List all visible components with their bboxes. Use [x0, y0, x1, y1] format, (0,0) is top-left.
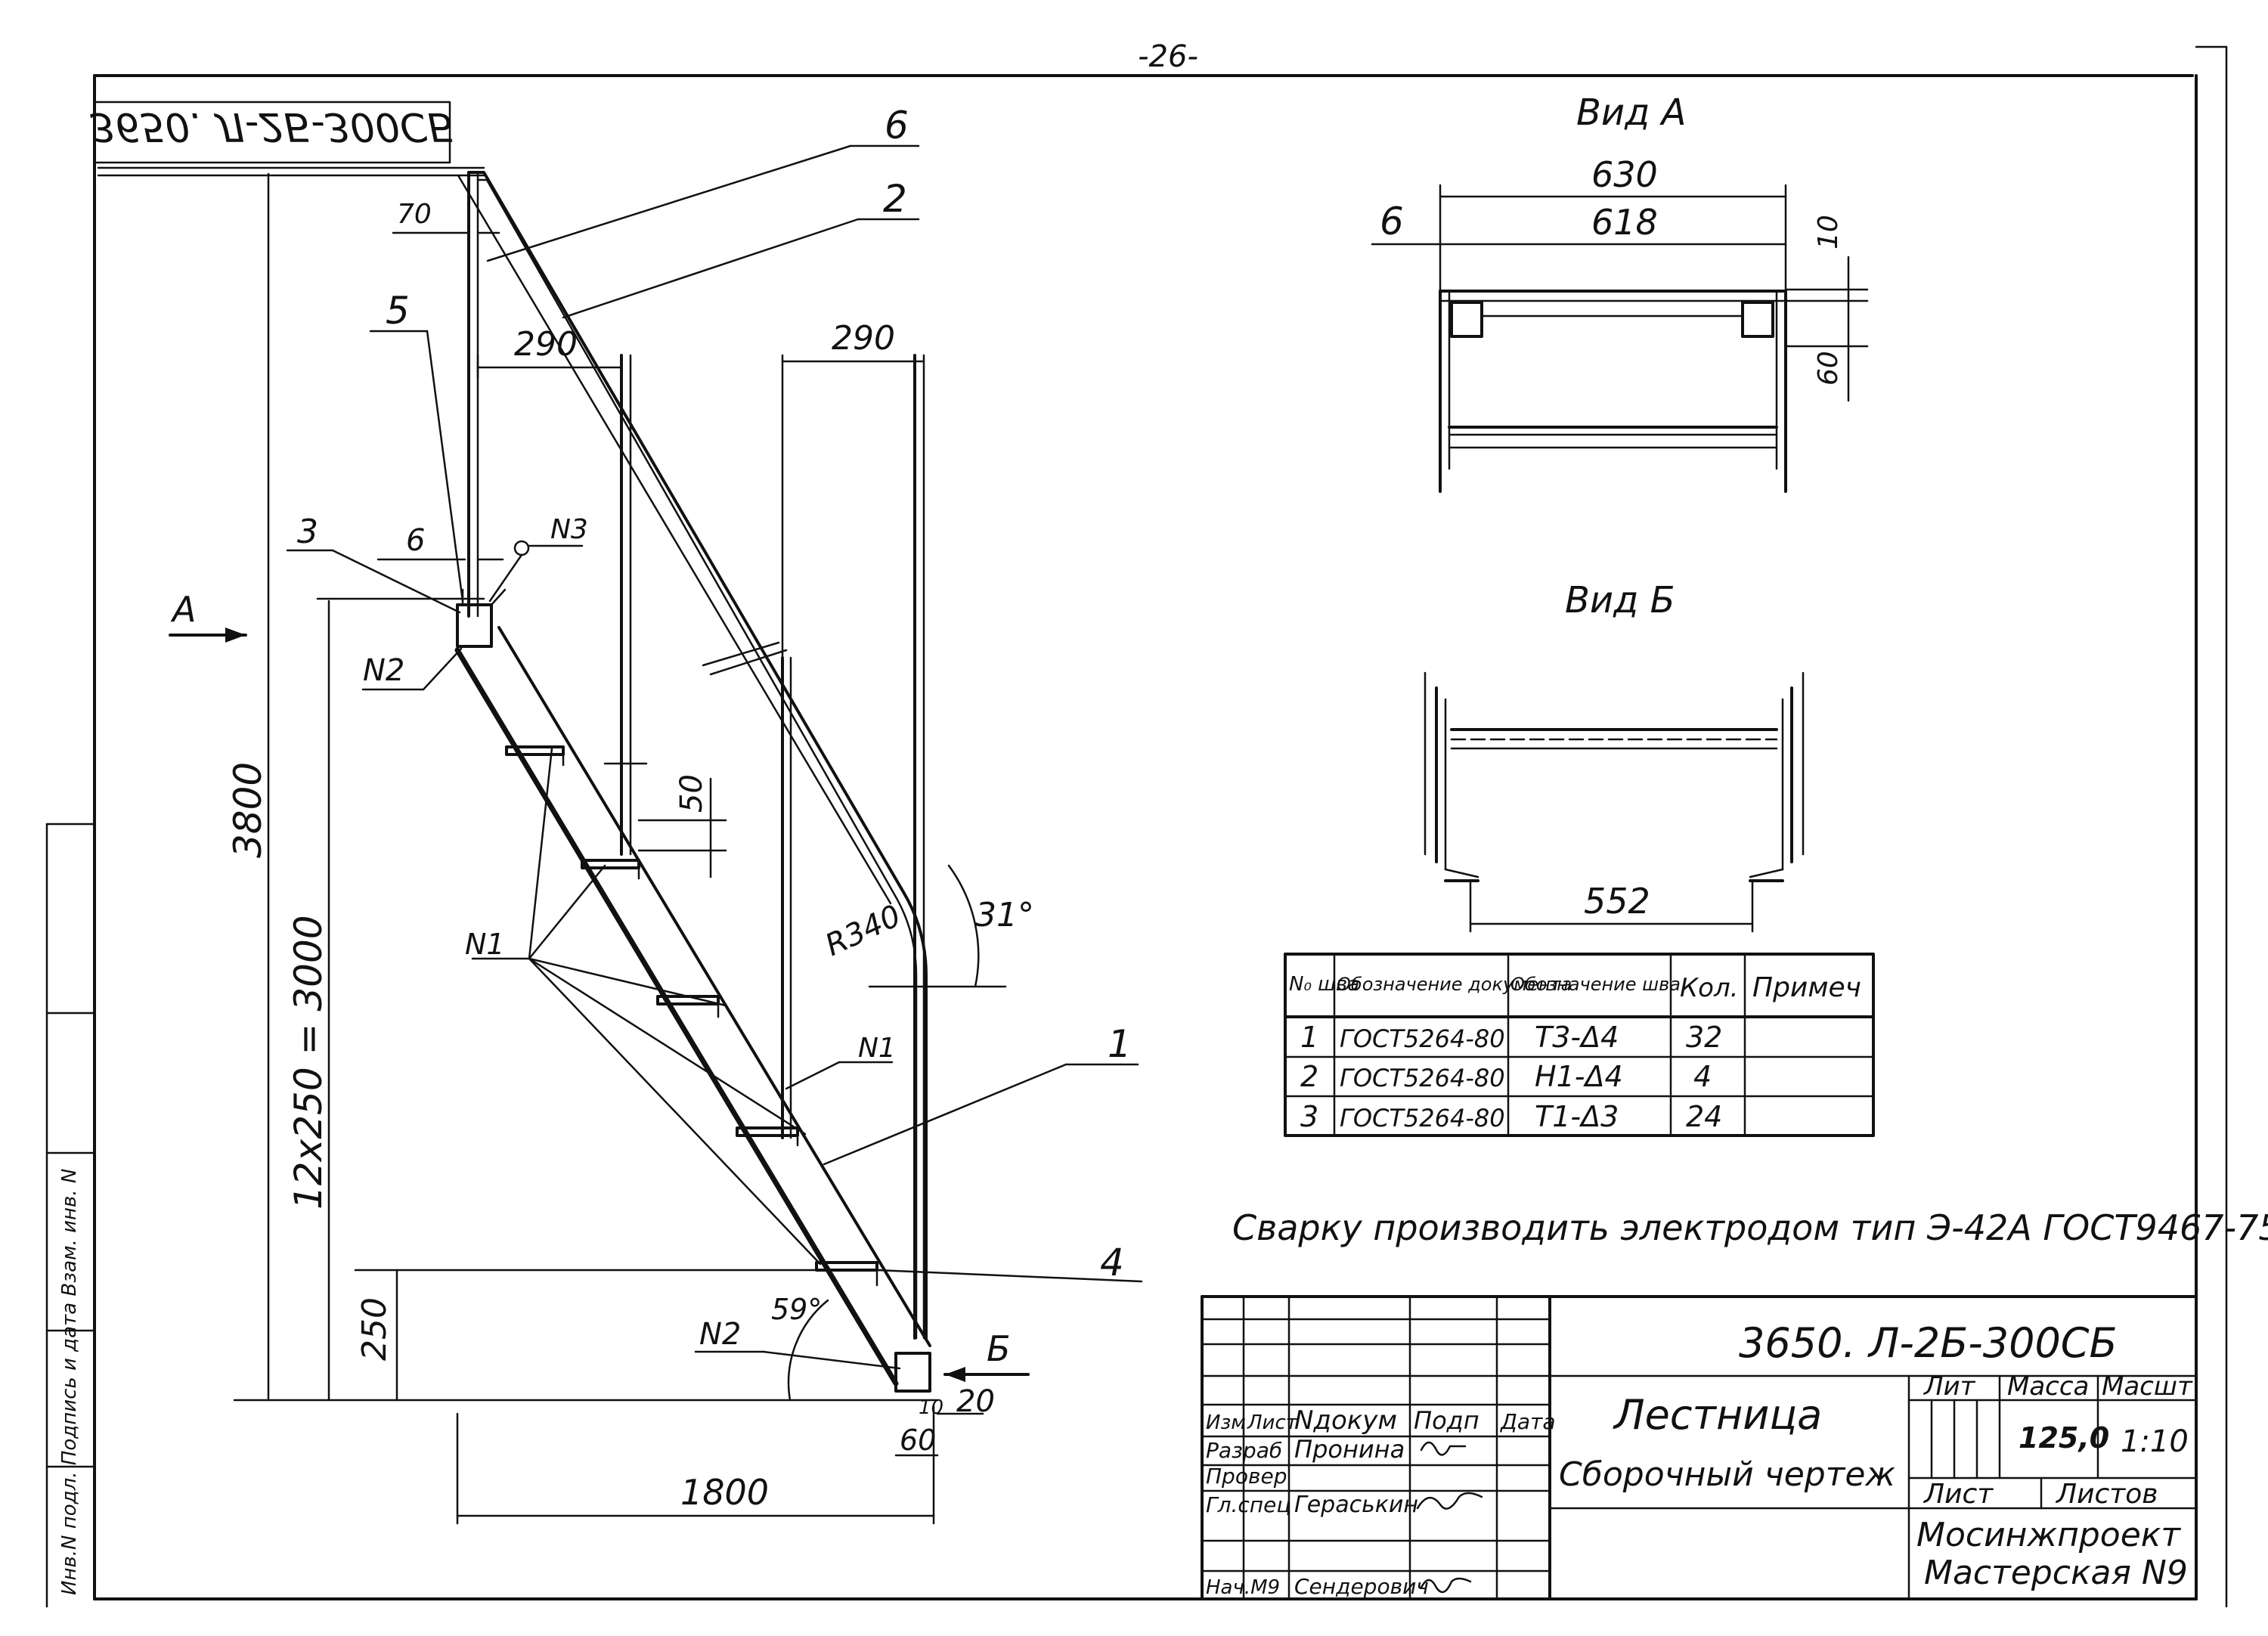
- pos-6: 6: [885, 104, 909, 147]
- weld-mark-n2-bottom: N2: [699, 1317, 741, 1352]
- view-arrow-a: А: [170, 589, 196, 630]
- view-a-dim-618: 618: [1591, 202, 1658, 243]
- person-nach: Сендерович: [1294, 1574, 1429, 1599]
- angle-59: 59°: [771, 1293, 822, 1326]
- pos-1: 1: [1108, 1022, 1132, 1066]
- pos-3: 3: [297, 513, 318, 551]
- title-lit-label: Лит: [1923, 1371, 1976, 1402]
- weld-row-1-no: 1: [1300, 1021, 1318, 1054]
- title-header-podp: Подп: [1414, 1406, 1479, 1435]
- weld-row-3-seam: Т1-Δ3: [1535, 1100, 1619, 1133]
- title-mass-label: Масса: [2007, 1371, 2089, 1402]
- weld-row-1-seam: Т3-Δ4: [1535, 1021, 1619, 1054]
- angle-31: 31°: [975, 896, 1034, 934]
- weld-mark-n2-top: N2: [363, 653, 404, 688]
- dim-10: 10: [919, 1396, 943, 1419]
- weld-row-2-no: 2: [1300, 1060, 1318, 1093]
- pos-4: 4: [1100, 1241, 1124, 1284]
- dim-70: 70: [397, 199, 432, 230]
- title-block: Изм Лист Nдокум Подп Дата Разраб Пронина…: [1201, 1295, 2198, 1600]
- sheet-frame: Инв.N подл. Подпись и дата Взам. инв. N: [45, 45, 2228, 1608]
- title-mass-value: 125,0: [2019, 1421, 2109, 1455]
- role-glspec: Гл.спец: [1206, 1492, 1290, 1517]
- stringer: [454, 647, 899, 1387]
- side-stamp-text: Инв.N подл. Подпись и дата Взам. инв. N: [58, 1169, 81, 1595]
- weld-table-header-no: N₀ шва: [1289, 973, 1359, 996]
- title-header-izm: Изм: [1206, 1411, 1246, 1434]
- title-code: 3650. Л-2Б-300СБ: [1739, 1319, 2118, 1367]
- pos-2: 2: [883, 177, 907, 221]
- view-b: Вид Б 552: [1424, 579, 1805, 933]
- title-header-date: Дата: [1499, 1409, 1556, 1434]
- weld-table-header-note: Примеч: [1752, 972, 1861, 1003]
- weld-mark-n1: N1: [465, 928, 505, 961]
- mirrored-code-stamp: 3650. Л-2Б-300СБ: [90, 101, 454, 164]
- weld-table: N₀ шва Обозначение документа Обозначение…: [1284, 953, 1875, 1137]
- weld-row-1-doc: ГОСТ5264-80: [1340, 1024, 1505, 1053]
- weld-mark-n1-right: N1: [858, 1033, 896, 1064]
- title-scale-label: Масшт: [2102, 1371, 2193, 1402]
- weld-table-header-seam: Обозначение шва: [1510, 974, 1681, 995]
- dim-20: 20: [956, 1384, 995, 1419]
- role-nach: Нач.М9: [1206, 1576, 1280, 1599]
- view-a-dim-60: 60: [1813, 351, 1844, 386]
- title-name-2: Сборочный чертеж: [1559, 1455, 1895, 1494]
- role-razrab: Разраб: [1206, 1438, 1282, 1463]
- dim-1800: 1800: [680, 1472, 769, 1513]
- view-a-label-6: 6: [1380, 200, 1404, 243]
- handrail: [467, 171, 928, 1340]
- dim-steps: 12х250 = 3000: [287, 915, 330, 1210]
- ladder-main-view: N1 N1 N2 N2 N3 6 2 5: [97, 104, 1143, 1525]
- title-header-ndoc: Nдокум: [1294, 1405, 1397, 1436]
- mirrored-code-text: 3650. Л-2Б-300СБ: [90, 104, 454, 149]
- title-sheets-label: Листов: [2055, 1479, 2158, 1510]
- view-b-dim-552: 552: [1584, 881, 1650, 922]
- view-a-dim-630: 630: [1591, 154, 1658, 195]
- weld-row-1-qty: 32: [1686, 1021, 1722, 1054]
- view-a-dim-10: 10: [1813, 215, 1844, 249]
- view-a: Вид А 630 618 6 10 60: [1371, 91, 1869, 493]
- position-callouts: 6 2 5 3 1 4: [286, 104, 1143, 1284]
- dim-290-right: 290: [832, 319, 895, 358]
- pos-5: 5: [386, 289, 410, 333]
- weld-table-header-doc: Обозначение документа: [1337, 974, 1572, 995]
- title-scale-value: 1:10: [2121, 1424, 2189, 1459]
- person-razrab: Пронина: [1294, 1435, 1405, 1464]
- view-b-title: Вид Б: [1565, 579, 1675, 621]
- dim-60: 60: [900, 1424, 936, 1457]
- dim-3800: 3800: [226, 762, 270, 858]
- radius-r340: R340: [820, 898, 906, 963]
- title-header-list: Лист: [1247, 1411, 1298, 1434]
- person-glspec: Гераськин: [1294, 1492, 1418, 1518]
- weld-row-2-seam: Н1-Δ4: [1535, 1060, 1623, 1093]
- weld-leader-n1: N1: [465, 747, 822, 1266]
- dim-6: 6: [406, 523, 425, 558]
- weld-row-3-doc: ГОСТ5264-80: [1340, 1104, 1505, 1132]
- dim-50: 50: [674, 774, 709, 813]
- weld-table-header-qty: Кол.: [1680, 973, 1738, 1003]
- title-org-2: Мастерская N9: [1924, 1554, 2188, 1592]
- weld-row-2-doc: ГОСТ5264-80: [1340, 1064, 1505, 1092]
- welding-note: Сварку производить электродом тип Э-42А …: [1232, 1207, 2268, 1248]
- weld-row-3-no: 3: [1300, 1100, 1318, 1133]
- signature-razrab: [1420, 1441, 1467, 1456]
- title-sheet-label: Лист: [1923, 1479, 1994, 1510]
- title-name-1: Лестница: [1613, 1391, 1822, 1439]
- view-arrow-b: Б: [987, 1328, 1011, 1369]
- weld-row-2-qty: 4: [1693, 1060, 1712, 1093]
- page-number: -26-: [1138, 39, 1198, 74]
- weld-mark-n3: N3: [550, 514, 588, 545]
- title-org-1: Мосинжпроект: [1916, 1516, 2181, 1554]
- view-a-title: Вид А: [1576, 91, 1686, 134]
- dim-290-left: 290: [514, 325, 578, 364]
- signature-glspec: [1416, 1492, 1483, 1510]
- dim-250: 250: [355, 1297, 394, 1361]
- weld-row-3-qty: 24: [1686, 1100, 1722, 1133]
- role-prover: Провер: [1206, 1464, 1287, 1489]
- signature-nach: [1420, 1577, 1472, 1594]
